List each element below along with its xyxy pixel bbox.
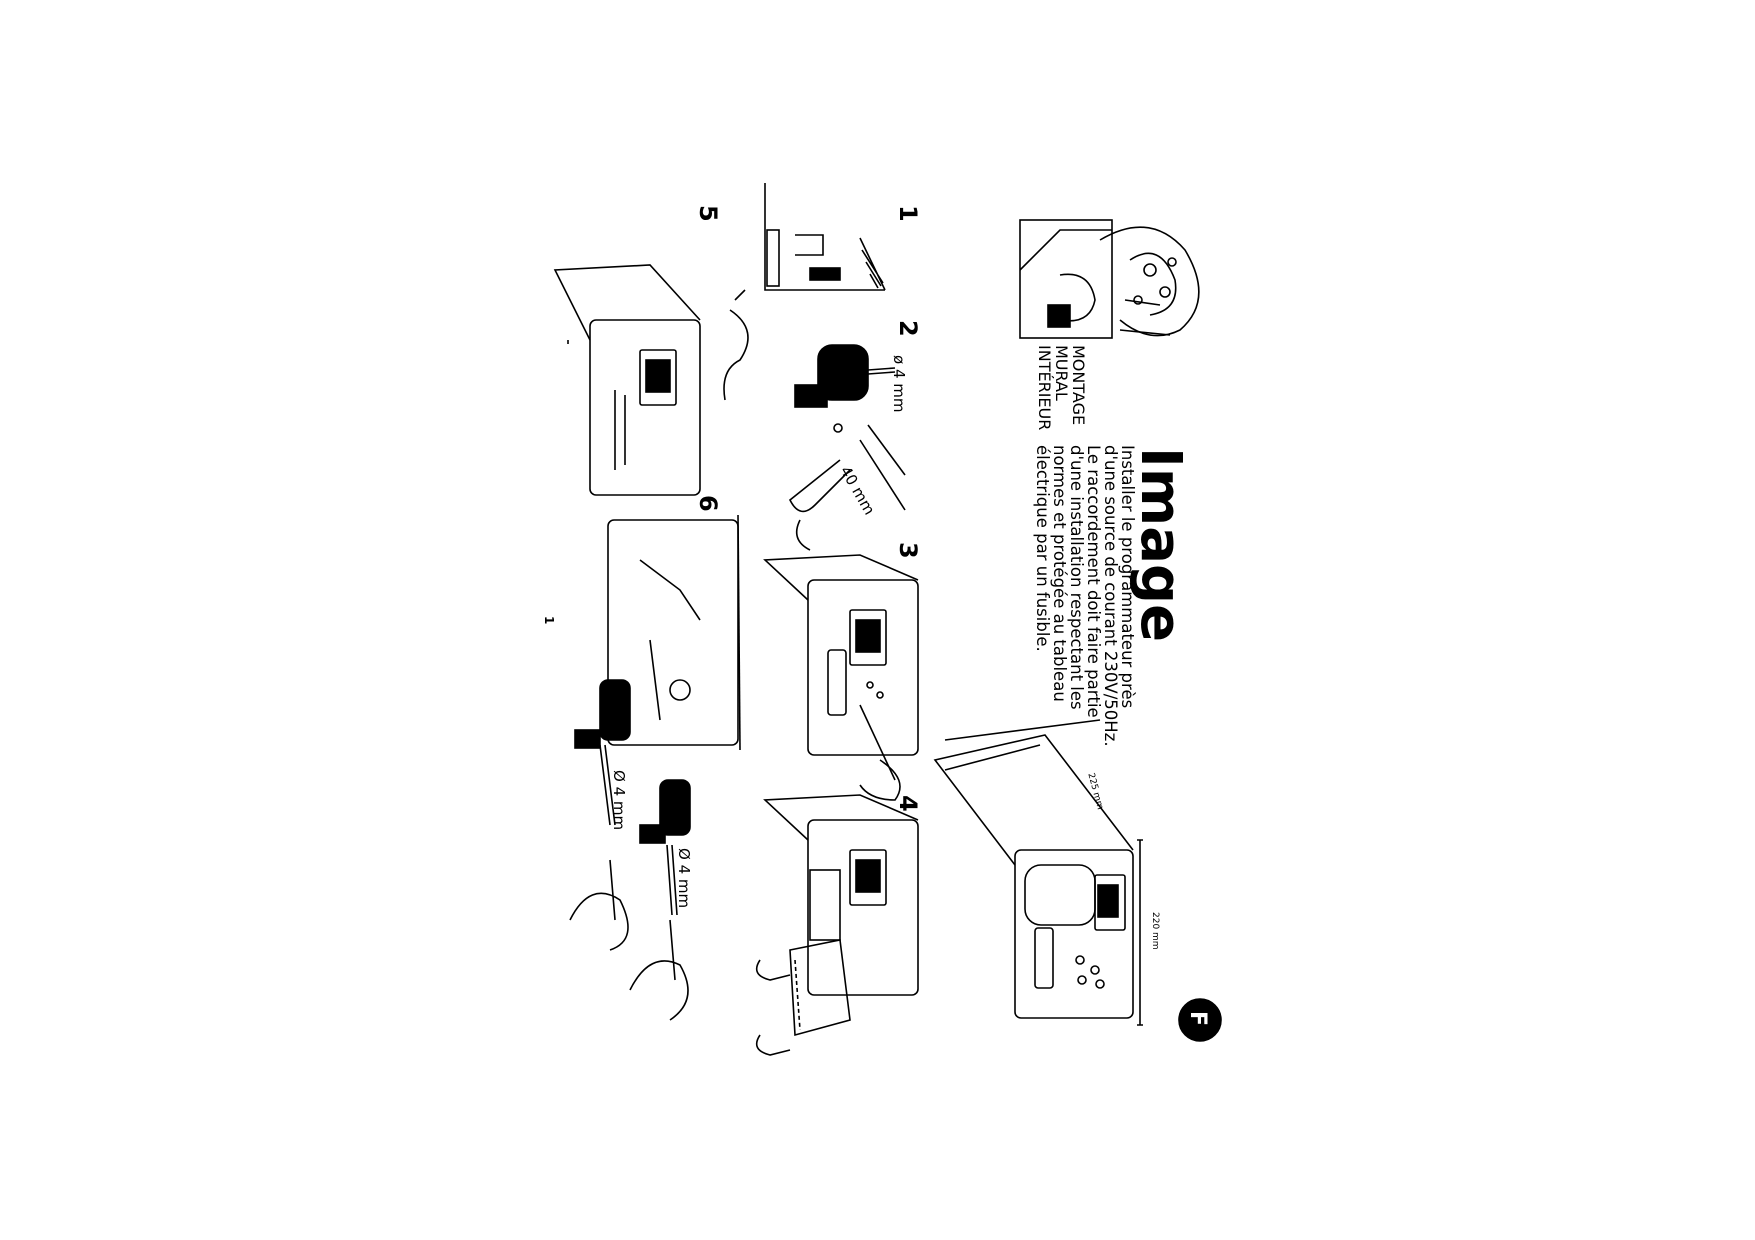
height-dimension-label: 220 mm [1150,912,1160,950]
intro-line: normes et protégée au tableau [1050,445,1069,702]
section-badge [1178,998,1222,1042]
step-number-5: 5 [694,205,722,222]
step-number-2: 2 [894,320,922,337]
step-number-1: 1 [894,205,922,222]
intro-line: Le raccordement doit faire partie [1084,445,1103,718]
step6-drill-diameter-b: Ø 4 mm [675,848,693,909]
step6-wall-mounting [569,514,741,1021]
step2-drilling [788,344,906,551]
section-badge-label: F [1185,1011,1210,1027]
step-number-6: 6 [694,495,722,512]
mounting-heading-line: INTÉRIEUR [1035,345,1054,431]
mounting-heading: MONTAGE MURAL INTÉRIEUR [1035,345,1088,431]
step6-drill-diameter-a: Ø 4 mm [610,770,628,831]
intro-line: électrique par un fusible. [1033,445,1052,652]
intro-paragraph: Installer le programmateur près d'une so… [1033,445,1137,747]
step-number-3: 3 [894,542,922,559]
mounting-heading-line: MONTAGE [1069,345,1088,426]
step5-controller-wiring [553,264,749,496]
step-number-4: 4 [894,795,922,812]
garden-scene-illustration [1019,219,1200,339]
page-number: 1 [542,616,556,625]
step4-controller-cover [755,794,919,1056]
step2-drill-diameter: ø 4 mm [890,355,908,413]
controller-dimension-illustration [933,719,1143,1026]
mounting-heading-line: MURAL [1052,345,1071,401]
step3-controller-open [763,554,919,801]
intro-line: Installer le programmateur près [1118,445,1137,709]
page-title: Image [1128,447,1193,643]
step1-height-diagram [764,183,886,291]
intro-line: d'une installation respectant les [1067,445,1086,710]
intro-line: d'une source de courant 230V/50Hz. [1101,445,1120,747]
